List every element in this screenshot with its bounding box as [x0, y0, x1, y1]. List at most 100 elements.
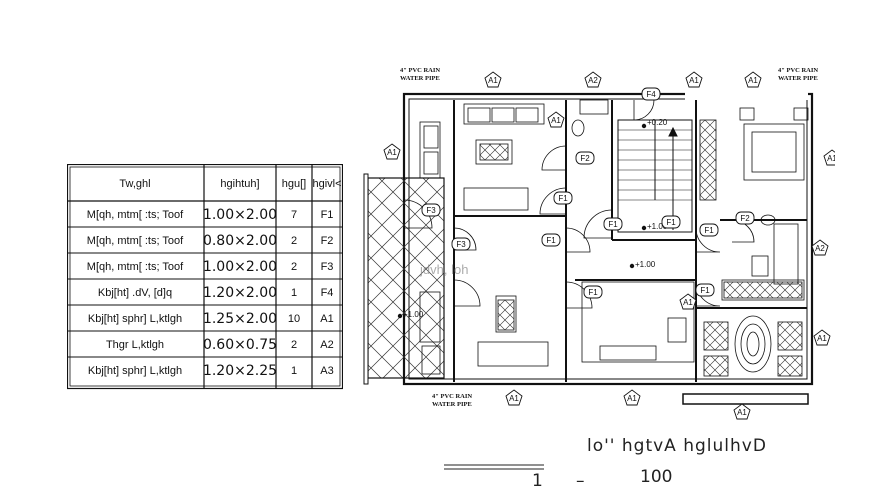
row-mark: F3: [321, 261, 334, 273]
door-tag-label: F2: [740, 214, 750, 223]
table-row: A3 1 1.20×2.25 Kbj[ht] sphr] L,ktlgh: [88, 363, 334, 379]
window-tag-label: A1: [488, 76, 498, 85]
level-marker: +1.00: [629, 260, 656, 269]
kitchen-counter: [581, 279, 805, 363]
row-mark: A2: [320, 339, 333, 351]
window-tag: A1: [733, 403, 751, 420]
door-tag: F1: [695, 283, 715, 297]
row-description: M[qh, mtm[ :ts; Toof: [87, 261, 184, 273]
door-tag: F3: [421, 203, 441, 217]
window-tag-label: A1: [509, 394, 519, 403]
pipe-note-line1: 4" PVC RAIN: [400, 67, 440, 74]
door-tag: F2: [735, 211, 755, 225]
row-qty: 7: [291, 209, 297, 221]
table-row: F4 1 1.20×2.00 Kbj[ht] .dV, [d]q: [98, 285, 334, 301]
bed: [699, 107, 809, 201]
watermark-stamp: jdvh, loh: [419, 262, 468, 277]
level-text: +0.20: [647, 118, 668, 127]
door-tag-label: F1: [558, 194, 568, 203]
window-tag-label: A2: [815, 244, 825, 253]
door-tag-label: F1: [588, 288, 598, 297]
col-header-size: hgihtuh]: [220, 178, 259, 190]
table-row: A2 2 0.60×0.75 Thgr L,ktlgh: [106, 337, 334, 353]
window-tag: A1: [623, 389, 641, 406]
window-tag: A1: [744, 71, 762, 88]
row-size: 1.00×2.00: [203, 259, 277, 275]
door-tag-label: F1: [666, 218, 676, 227]
pipe-note-top-right: 4" PVC RAIN WATER PIPE: [778, 67, 818, 82]
table-row: A1 10 1.25×2.00 Kbj[ht] sphr] L,ktlgh: [88, 311, 334, 327]
window-tag: A1: [679, 293, 697, 310]
level-marker: +0.20: [641, 118, 668, 129]
row-qty: 10: [288, 313, 300, 325]
staircase: [617, 88, 693, 233]
row-description: Thgr L,ktlgh: [106, 339, 164, 351]
window-tag-label: A1: [627, 394, 637, 403]
row-description: Kbj[ht] sphr] L,ktlgh: [88, 365, 182, 377]
door-tag: F3: [451, 237, 471, 251]
level-marker: +1.00: [641, 222, 668, 231]
row-size: 1.00×2.00: [203, 207, 277, 223]
door-tag: F1: [553, 191, 573, 205]
window-tag: A2: [811, 239, 829, 256]
row-mark: A3: [320, 365, 333, 377]
level-marker: +1.00: [397, 310, 424, 319]
door-tag-label: F3: [456, 240, 466, 249]
row-mark: F1: [321, 209, 334, 221]
bathroom-fixtures: [571, 99, 799, 285]
level-text: +1.00: [403, 310, 424, 319]
pipe-note-line2: WATER PIPE: [778, 75, 818, 82]
level-text: +1.00: [647, 222, 668, 231]
row-size: 1.25×2.00: [203, 311, 277, 327]
window-tag: A1: [823, 149, 841, 166]
row-mark: A1: [320, 313, 333, 325]
floor-plan: 4" PVC RAIN WATER PIPE 4" PVC RAIN WATER…: [360, 60, 841, 425]
door-tag-label: F1: [704, 226, 714, 235]
scale-left: 1: [532, 471, 543, 491]
window-tag: A1: [685, 71, 703, 88]
door-tag-label: F4: [646, 90, 656, 99]
window-tag-label: A1: [817, 334, 827, 343]
row-description: Kbj[ht] sphr] L,ktlgh: [88, 313, 182, 325]
window-tag-label: A1: [683, 298, 693, 307]
row-description: Kbj[ht] .dV, [d]q: [98, 287, 172, 299]
window-tag: A1: [484, 71, 502, 88]
pipe-note-top-left: 4" PVC RAIN WATER PIPE: [400, 67, 440, 82]
window-tag-label: A1: [827, 154, 835, 163]
window-tag: A1: [383, 143, 401, 160]
window-tag-label: A1: [387, 148, 397, 157]
row-qty: 1: [291, 365, 297, 377]
door-tag: F4: [641, 87, 661, 101]
door-tag-label: F2: [580, 154, 590, 163]
door-tag-label: F1: [546, 236, 556, 245]
scale-bar: 1 –: [444, 462, 604, 497]
door-window-schedule: hgivl< hgu[] hgihtuh] Tw,ghl F1 7 1.00×2…: [67, 164, 343, 390]
window-tag-label: A1: [737, 408, 747, 417]
col-header-mark: hgivl<: [312, 178, 341, 190]
pipe-note-line2: WATER PIPE: [400, 75, 440, 82]
window-tag-label: A1: [748, 76, 758, 85]
window-tag: A1: [505, 389, 523, 406]
level-text: +1.00: [635, 260, 656, 269]
table-row: F1 7 1.00×2.00 M[qh, mtm[ :ts; Toof: [87, 207, 334, 223]
door-tag-label: F1: [608, 220, 618, 229]
dining-table: [703, 315, 803, 377]
row-qty: 2: [291, 339, 297, 351]
pipe-note-bottom-left: 4" PVC RAIN WATER PIPE: [432, 393, 472, 408]
scale-dash: –: [576, 471, 585, 491]
col-header-qty: hgu[]: [282, 178, 306, 190]
row-mark: F4: [321, 287, 334, 299]
door-tag: F1: [603, 217, 623, 231]
sofa-set: [419, 103, 549, 375]
pipe-note-line1: 4" PVC RAIN: [432, 393, 472, 400]
window-tag: A2: [584, 71, 602, 88]
drawing-title: lo'' hgtvA hglulhvD: [587, 436, 767, 456]
door-tag: F2: [575, 151, 595, 165]
row-mark: F2: [321, 235, 334, 247]
table-row: F2 2 0.80×2.00 M[qh, mtm[ :ts; Toof: [87, 233, 334, 249]
door-tag: F1: [699, 223, 719, 237]
window-tag-label: A1: [551, 116, 561, 125]
window-tag-label: A2: [588, 76, 598, 85]
door-tag: F1: [541, 233, 561, 247]
row-size: 0.80×2.00: [203, 233, 277, 249]
